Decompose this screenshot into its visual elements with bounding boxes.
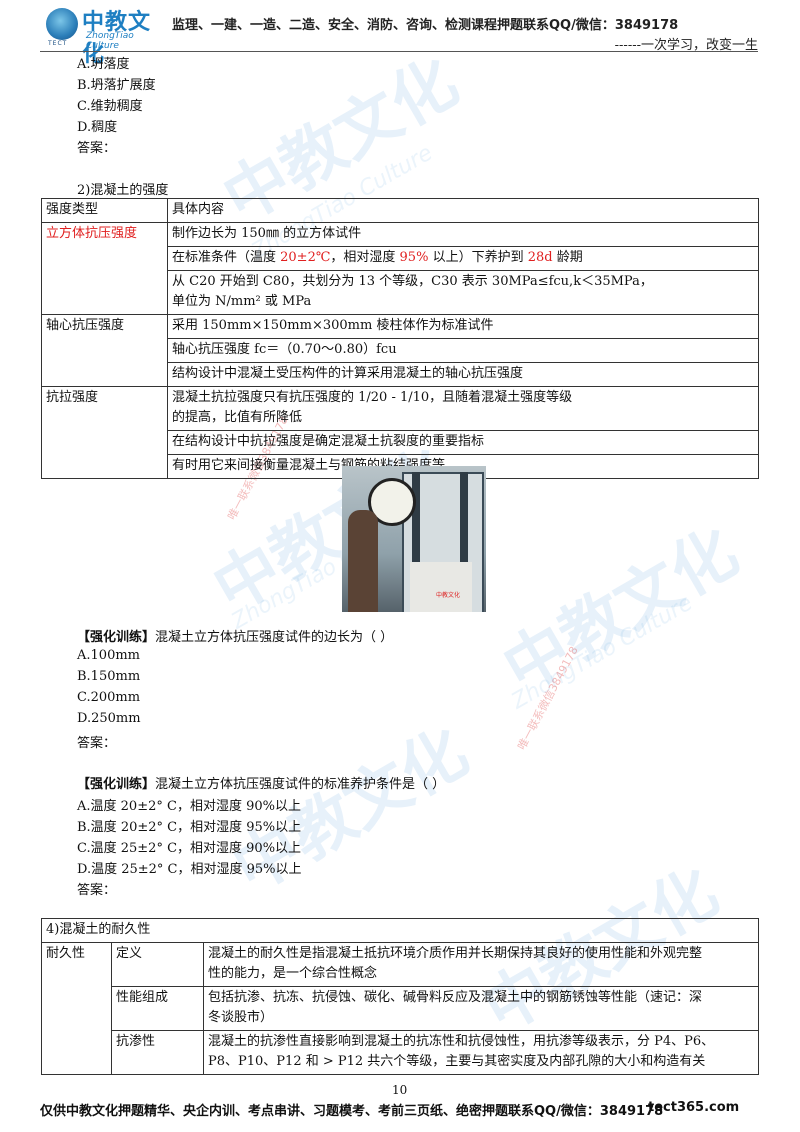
table-cell: 采用 150mm×150mm×300mm 棱柱体作为标准试件 xyxy=(167,314,759,339)
question-text: 混凝土立方体抗压强度试件的标准养护条件是（ ） xyxy=(155,777,446,792)
text-run: ，相对湿度 xyxy=(330,250,400,265)
test-machine-column xyxy=(412,472,420,612)
table-row: 抗渗性 混凝土的抗渗性直接影响到混凝土的抗冻性和抗侵蚀性，用抗渗等级表示，分 P… xyxy=(42,1030,759,1075)
row-label: 定义 xyxy=(111,942,204,987)
table-title-row: 4)混凝土的耐久性 xyxy=(41,918,759,943)
text-run: 以上）下养护到 xyxy=(428,250,528,265)
operator-figure xyxy=(348,510,378,612)
table-row: 在标准条件（温度 20±2℃，相对湿度 95% 以上）下养护到 28d 龄期 xyxy=(42,246,759,271)
cell-line: 混凝土的抗渗性直接影响到混凝土的抗冻性和抗侵蚀性，用抗渗等级表示，分 P4、P6… xyxy=(208,1034,715,1049)
footer-advert: 仅供中教文化押题精华、央企内训、考点串讲、习题模考、考前三页纸、绝密押题联系QQ… xyxy=(40,1104,664,1119)
header-divider xyxy=(40,51,758,52)
table-cell: 在结构设计中抗拉强度是确定混凝土抗裂度的重要指标 xyxy=(167,430,759,455)
test-machine-base xyxy=(410,562,472,612)
cell-line: 单位为 N/mm² 或 MPa xyxy=(172,294,312,309)
page-number: 10 xyxy=(392,1083,408,1097)
table-row: 从 C20 开始到 C80，共划分为 13 个等级，C30 表示 30MPa≤f… xyxy=(42,270,759,315)
globe-logo-icon xyxy=(46,8,78,40)
option-d: D.250mm xyxy=(77,711,141,726)
cell-line: 冬谈股市） xyxy=(208,1010,274,1025)
table-cell: 在标准条件（温度 20±2℃，相对湿度 95% 以上）下养护到 28d 龄期 xyxy=(167,246,759,271)
logo-mark-label: TECT xyxy=(48,40,68,47)
option-c: C.维勃稠度 xyxy=(77,99,143,114)
cell-line: P8、P10、P12 和 > P12 共六个等级，主要与其密实度及内部孔隙的大小… xyxy=(208,1054,706,1069)
option-b: B.温度 20±2° C，相对湿度 95%以上 xyxy=(77,820,302,835)
table-header-row: 强度类型 具体内容 xyxy=(41,198,759,223)
table-cell: 轴心抗压强度 fc＝（0.70～0.80）fcu xyxy=(167,338,759,363)
table-row: 在结构设计中抗拉强度是确定混凝土抗裂度的重要指标 xyxy=(42,430,759,455)
table-header-cell: 强度类型 xyxy=(41,198,168,223)
option-a: A.坍落度 xyxy=(77,57,130,72)
table-cell: 包括抗渗、抗冻、抗侵蚀、碳化、碱骨料反应及混凝土中的钢筋锈蚀等性能（速记：深冬谈… xyxy=(203,986,759,1031)
compression-test-photo: 中教文化 xyxy=(342,466,486,612)
option-a: A.100mm xyxy=(77,648,140,663)
table-cell: 结构设计中混凝土受压构件的计算采用混凝土的轴心抗压强度 xyxy=(167,362,759,387)
table-cell: 混凝土抗拉强度只有抗压强度的 1/20 - 1/10，且随着混凝土强度等级的提高… xyxy=(167,386,759,431)
question-tag: 【强化训练】 xyxy=(77,777,156,792)
question-tag: 【强化训练】 xyxy=(77,630,156,645)
strength-type-axial: 轴心抗压强度 xyxy=(41,314,168,387)
cell-line: 包括抗渗、抗冻、抗侵蚀、碳化、碱骨料反应及混凝土中的钢筋锈蚀等性能（速记：深 xyxy=(208,990,703,1005)
text-run: 在标准条件（温度 xyxy=(172,250,281,265)
brand-logo: TECT 中教文化 ZhongTiao Culture xyxy=(46,6,164,67)
durability-category: 耐久性 xyxy=(41,942,112,1075)
section-title-strength: 2)混凝土的强度 xyxy=(77,183,169,198)
answer-label: 答案： xyxy=(77,736,117,751)
text-run: 龄期 xyxy=(552,250,583,265)
logo-chinese-name: 中教文化 xyxy=(82,10,152,67)
option-d: D.稠度 xyxy=(77,120,118,135)
highlight-temperature: 20±2℃ xyxy=(280,250,331,265)
question-stem: 【强化训练】混凝土立方体抗压强度试件的标准养护条件是（ ） xyxy=(77,773,445,792)
cell-line: 混凝土的耐久性是指混凝土抵抗环境介质作用并长期保持其良好的使用性能和外观完整 xyxy=(208,946,703,961)
row-label: 性能组成 xyxy=(111,986,204,1031)
highlight-days: 28d xyxy=(527,250,553,265)
logo-english-name: ZhongTiao Culture xyxy=(86,31,134,51)
header-advert: 监理、一建、一造、二造、安全、消防、咨询、检测课程押题联系QQ/微信：38491… xyxy=(172,18,679,33)
watermark-logo-subtext: ZhongTiao Culture xyxy=(507,590,697,715)
cell-line: 的提高，比值有所降低 xyxy=(172,410,303,425)
table-cell: 混凝土的耐久性是指混凝土抵抗环境介质作用并长期保持其良好的使用性能和外观完整性的… xyxy=(203,942,759,987)
cell-line: 混凝土抗拉强度只有抗压强度的 1/20 - 1/10，且随着混凝土强度等级 xyxy=(172,390,573,405)
section-title-durability: 4)混凝土的耐久性 xyxy=(41,918,759,943)
watermark-logo-text: 中教文化 xyxy=(491,515,751,708)
answer-label: 答案： xyxy=(77,883,117,898)
answer-label: 答案： xyxy=(77,141,117,156)
page-header: TECT 中教文化 ZhongTiao Culture 监理、一建、一造、二造、… xyxy=(40,6,758,67)
table-cell: 混凝土的抗渗性直接影响到混凝土的抗冻性和抗侵蚀性，用抗渗等级表示，分 P4、P6… xyxy=(203,1030,759,1075)
option-b: B.150mm xyxy=(77,669,141,684)
photo-watermark: 中教文化 xyxy=(436,592,461,599)
strength-type-cube: 立方体抗压强度 xyxy=(41,222,168,315)
row-label: 抗渗性 xyxy=(111,1030,204,1075)
watermark-contact: 唯一联系微信3849178 xyxy=(515,644,581,753)
table-row: 立方体抗压强度 制作边长为 150㎜ 的立方体试件 xyxy=(41,222,759,315)
pressure-gauge-icon xyxy=(368,478,416,526)
question-text: 混凝土立方体抗压强度试件的边长为（ ） xyxy=(155,630,394,645)
table-row: 轴心抗压强度 fc＝（0.70～0.80）fcu xyxy=(42,338,759,363)
table-row: 性能组成 包括抗渗、抗冻、抗侵蚀、碳化、碱骨料反应及混凝土中的钢筋锈蚀等性能（速… xyxy=(42,986,759,1031)
header-motto: ------一次学习，改变一生 xyxy=(614,38,758,53)
table-header-cell: 具体内容 xyxy=(167,198,759,223)
highlight-humidity: 95% xyxy=(399,250,429,265)
table-row: 轴心抗压强度 采用 150mm×150mm×300mm 棱柱体作为标准试件 xyxy=(41,314,759,387)
option-a: A.温度 20±2° C，相对湿度 90%以上 xyxy=(77,799,301,814)
option-d: D.温度 25±2° C，相对湿度 95%以上 xyxy=(77,862,302,877)
cell-line: 性的能力，是一个综合性概念 xyxy=(208,966,378,981)
option-c: C.温度 25±2° C，相对湿度 90%以上 xyxy=(77,841,302,856)
table-cell: 从 C20 开始到 C80，共划分为 13 个等级，C30 表示 30MPa≤f… xyxy=(167,270,759,315)
table-row: 结构设计中混凝土受压构件的计算采用混凝土的轴心抗压强度 xyxy=(42,362,759,387)
durability-table: 4)混凝土的耐久性 耐久性 定义 混凝土的耐久性是指混凝土抵抗环境介质作用并长期… xyxy=(41,918,759,1075)
footer-url[interactable]: tect365.com xyxy=(648,1100,740,1115)
table-row: 抗拉强度 混凝土抗拉强度只有抗压强度的 1/20 - 1/10，且随着混凝土强度… xyxy=(41,386,759,479)
table-cell: 制作边长为 150㎜ 的立方体试件 xyxy=(167,222,759,247)
question-stem: 【强化训练】混凝土立方体抗压强度试件的边长为（ ） xyxy=(77,626,393,645)
table-row: 耐久性 定义 混凝土的耐久性是指混凝土抵抗环境介质作用并长期保持其良好的使用性能… xyxy=(41,942,759,1075)
strength-type-tensile: 抗拉强度 xyxy=(41,386,168,479)
option-c: C.200mm xyxy=(77,690,141,705)
cell-line: 从 C20 开始到 C80，共划分为 13 个等级，C30 表示 30MPa≤f… xyxy=(172,274,653,289)
test-machine-column xyxy=(460,472,468,612)
strength-table: 强度类型 具体内容 立方体抗压强度 制作边长为 150㎜ 的立方体试件 在标准条… xyxy=(41,198,759,479)
option-b: B.坍落扩展度 xyxy=(77,78,156,93)
